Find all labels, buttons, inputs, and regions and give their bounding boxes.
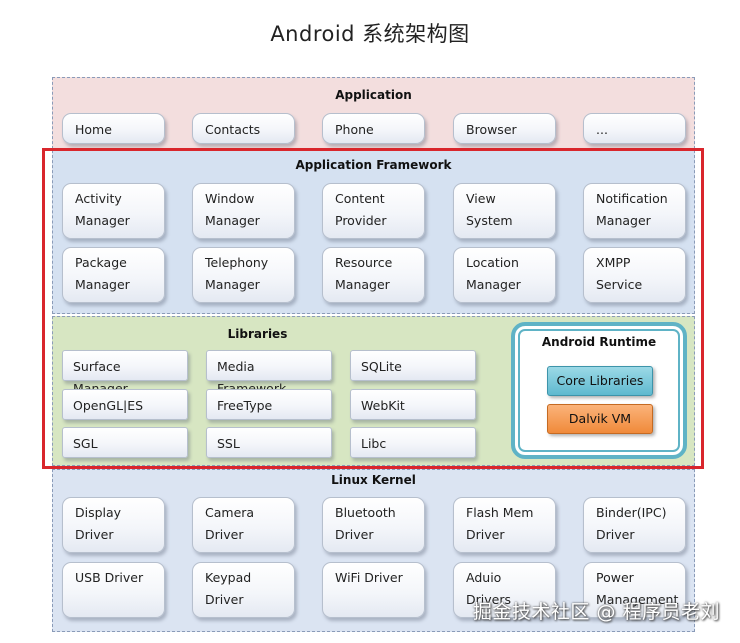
lib-media-framework: Media Framework xyxy=(206,350,332,396)
lib-sgl: SGL xyxy=(62,427,188,458)
fw-resource-manager: Resource Manager xyxy=(322,247,425,303)
app-browser: Browser xyxy=(453,113,556,144)
lib-opengl-es: OpenGL|ES xyxy=(62,389,188,420)
kernel-binder-ipc-driver: Binder(IPC) Driver xyxy=(583,497,686,553)
application-layer-title: Application xyxy=(335,88,412,102)
fw-window-manager: Window Manager xyxy=(192,183,295,239)
diagram-title: Android 系统架构图 xyxy=(270,22,470,46)
fw-location-manager: Location Manager xyxy=(453,247,556,303)
kernel-layer: Linux Kernel Display Driver Camera Drive… xyxy=(52,469,695,632)
fw-activity-manager: Activity Manager xyxy=(62,183,165,239)
kernel-keypad-driver: Keypad Driver xyxy=(192,562,295,618)
kernel-usb-driver: USB Driver xyxy=(62,562,165,618)
lib-sqlite: SQLite xyxy=(350,350,476,381)
lib-libc: Libc xyxy=(350,427,476,458)
app-contacts: Contacts xyxy=(192,113,295,144)
kernel-display-driver: Display Driver xyxy=(62,497,165,553)
lib-webkit: WebKit xyxy=(350,389,476,420)
kernel-audio-drivers: Aduio Drivers xyxy=(453,562,556,618)
framework-layer-title: Application Framework xyxy=(295,158,452,172)
lib-freetype: FreeType xyxy=(206,389,332,420)
fw-telephony-manager: Telephony Manager xyxy=(192,247,295,303)
fw-view-system: View System xyxy=(453,183,556,239)
kernel-bluetooth-driver: Bluetooth Driver xyxy=(322,497,425,553)
lib-ssl: SSL xyxy=(206,427,332,458)
watermark: 掘金技术社区 @ 程序员老刘 xyxy=(472,601,720,623)
kernel-camera-driver: Camera Driver xyxy=(192,497,295,553)
lib-surface-manager: Surface Manager xyxy=(62,350,188,396)
fw-content-provider: Content Provider xyxy=(322,183,425,239)
dalvik-vm: Dalvik VM xyxy=(547,404,653,434)
kernel-layer-title: Linux Kernel xyxy=(331,473,416,487)
kernel-flash-mem-driver: Flash Mem Driver xyxy=(453,497,556,553)
fw-notification-manager: Notification Manager xyxy=(583,183,686,239)
libraries-layer-title: Libraries xyxy=(227,327,288,341)
app-phone: Phone xyxy=(322,113,425,144)
kernel-wifi-driver: WiFi Driver xyxy=(322,562,425,618)
fw-xmpp-service: XMPP Service xyxy=(583,247,686,303)
core-libraries: Core Libraries xyxy=(547,366,653,396)
android-runtime: Android Runtime Core Libraries Dalvik VM xyxy=(511,322,687,459)
app-home: Home xyxy=(62,113,165,144)
framework-layer: Application Framework Activity Manager W… xyxy=(52,150,695,314)
runtime-title: Android Runtime xyxy=(541,335,657,349)
application-layer: Application Home Contacts Phone Browser … xyxy=(52,77,695,149)
app-more: ... xyxy=(583,113,686,144)
kernel-power-management: Power Management xyxy=(583,562,686,618)
fw-package-manager: Package Manager xyxy=(62,247,165,303)
